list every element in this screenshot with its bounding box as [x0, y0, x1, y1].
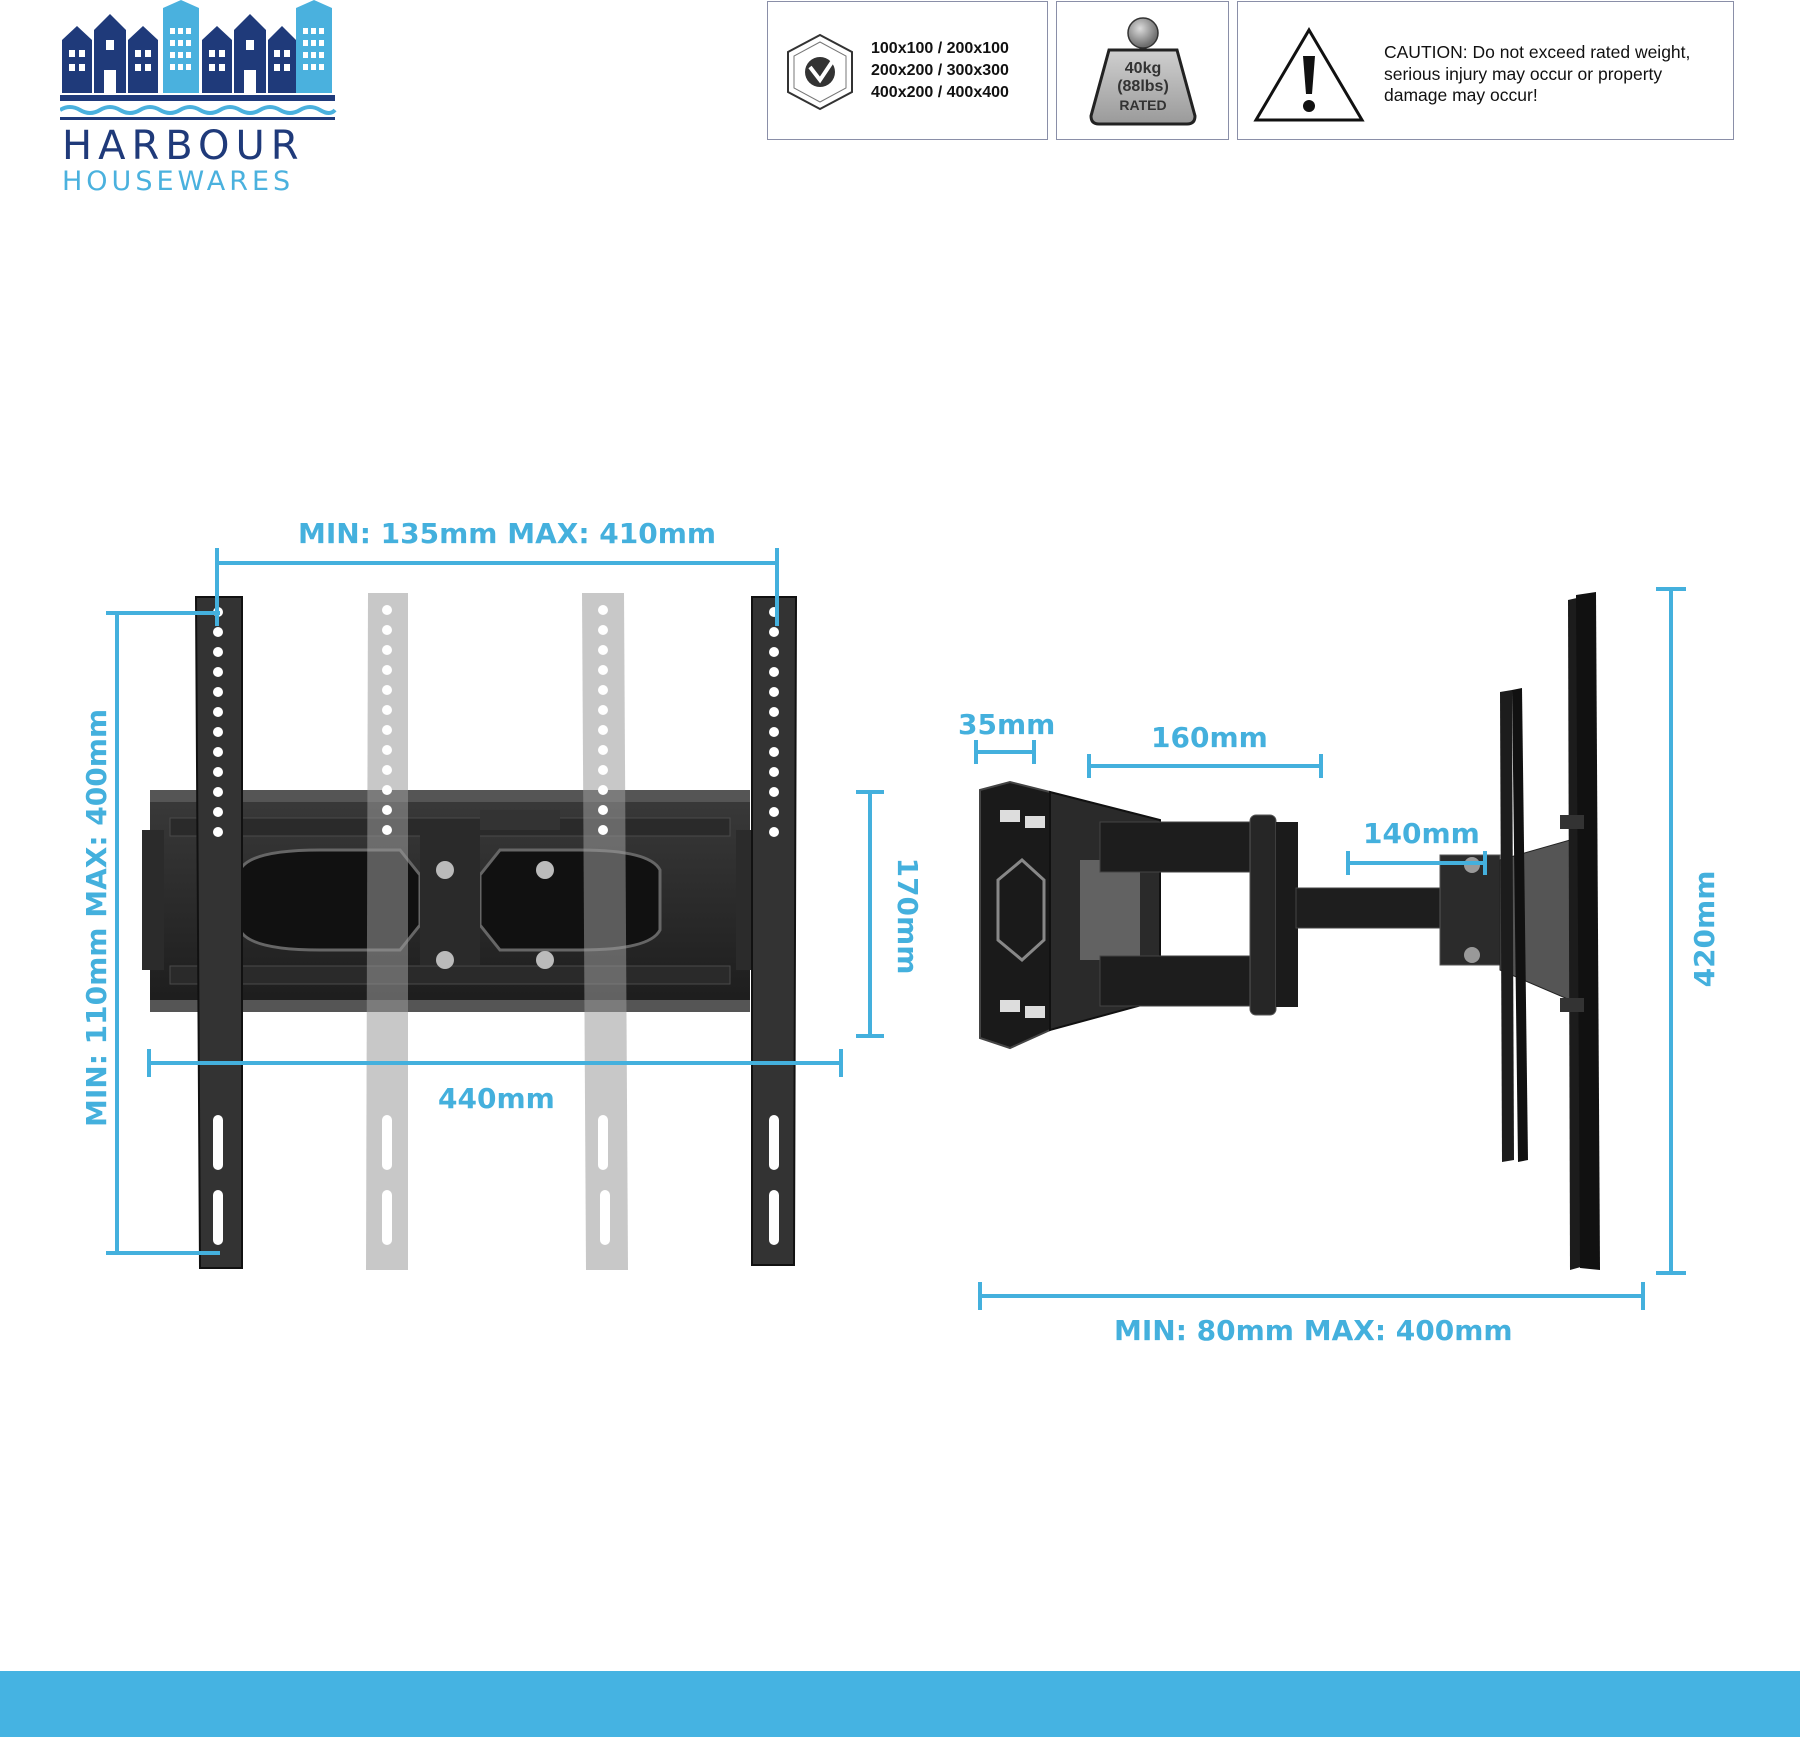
- side-arms: [1099, 814, 1571, 1016]
- brand-name-line2: HOUSEWARES: [62, 166, 295, 197]
- plate-height-label: 170mm: [891, 857, 924, 975]
- vesa-spec-box: 100x100 / 200x100 200x200 / 300x300 400x…: [767, 1, 1048, 140]
- caution-text: CAUTION: Do not exceed rated weight, ser…: [1384, 42, 1691, 105]
- wall-plate-depth-label: 35mm: [958, 708, 1056, 741]
- side-tv-rails: [1500, 592, 1600, 1270]
- vesa-line: 400x200 / 400x400: [871, 84, 1009, 101]
- weight-rated: RATED: [1119, 97, 1167, 113]
- vesa-rail-right: [751, 596, 798, 1266]
- weight-label: 40kg (88lbs) RATED: [1085, 60, 1201, 114]
- plate-width-label: 440mm: [438, 1082, 555, 1115]
- weight-icon: [1089, 17, 1197, 126]
- front-height-range-label: MIN: 110mm MAX: 400mm: [80, 708, 113, 1127]
- vesa-rail-left: [194, 596, 243, 1269]
- side-view-diagram: [974, 587, 1686, 1310]
- arm-1-label: 160mm: [1151, 721, 1268, 754]
- arm-2-label: 140mm: [1363, 817, 1480, 850]
- weight-rating-box: 40kg (88lbs) RATED: [1056, 1, 1229, 140]
- vesa-mounting-compliant-icon: [787, 33, 853, 111]
- side-height-label: 420mm: [1688, 870, 1721, 988]
- side-dimension-lines: [974, 587, 1686, 1310]
- weight-kg: 40kg: [1124, 60, 1162, 77]
- vesa-line: 200x200 / 300x300: [871, 62, 1009, 79]
- vesa-line: 100x100 / 200x100: [871, 40, 1009, 57]
- warning-triangle-icon: [1253, 27, 1365, 122]
- brand-name-line1: HARBOUR: [62, 123, 305, 169]
- front-view-diagram: [106, 548, 884, 1270]
- front-width-range-label: MIN: 135mm MAX: 410mm: [298, 517, 717, 550]
- caution-box: CAUTION: Do not exceed rated weight, ser…: [1237, 1, 1734, 140]
- footer-band: [0, 1671, 1800, 1737]
- side-wall-plate: [979, 780, 1161, 1050]
- extension-range-label: MIN: 80mm MAX: 400mm: [1114, 1314, 1513, 1347]
- vesa-rail-ghost: [366, 593, 628, 1270]
- harbour-housewares-logo: [60, 0, 337, 120]
- vesa-sizes: 100x100 / 200x100 200x200 / 300x300 400x…: [871, 38, 1009, 104]
- dimension-lines: [106, 548, 884, 1255]
- rail-holes: [382, 605, 610, 1245]
- weight-lbs: (88lbs): [1117, 78, 1169, 95]
